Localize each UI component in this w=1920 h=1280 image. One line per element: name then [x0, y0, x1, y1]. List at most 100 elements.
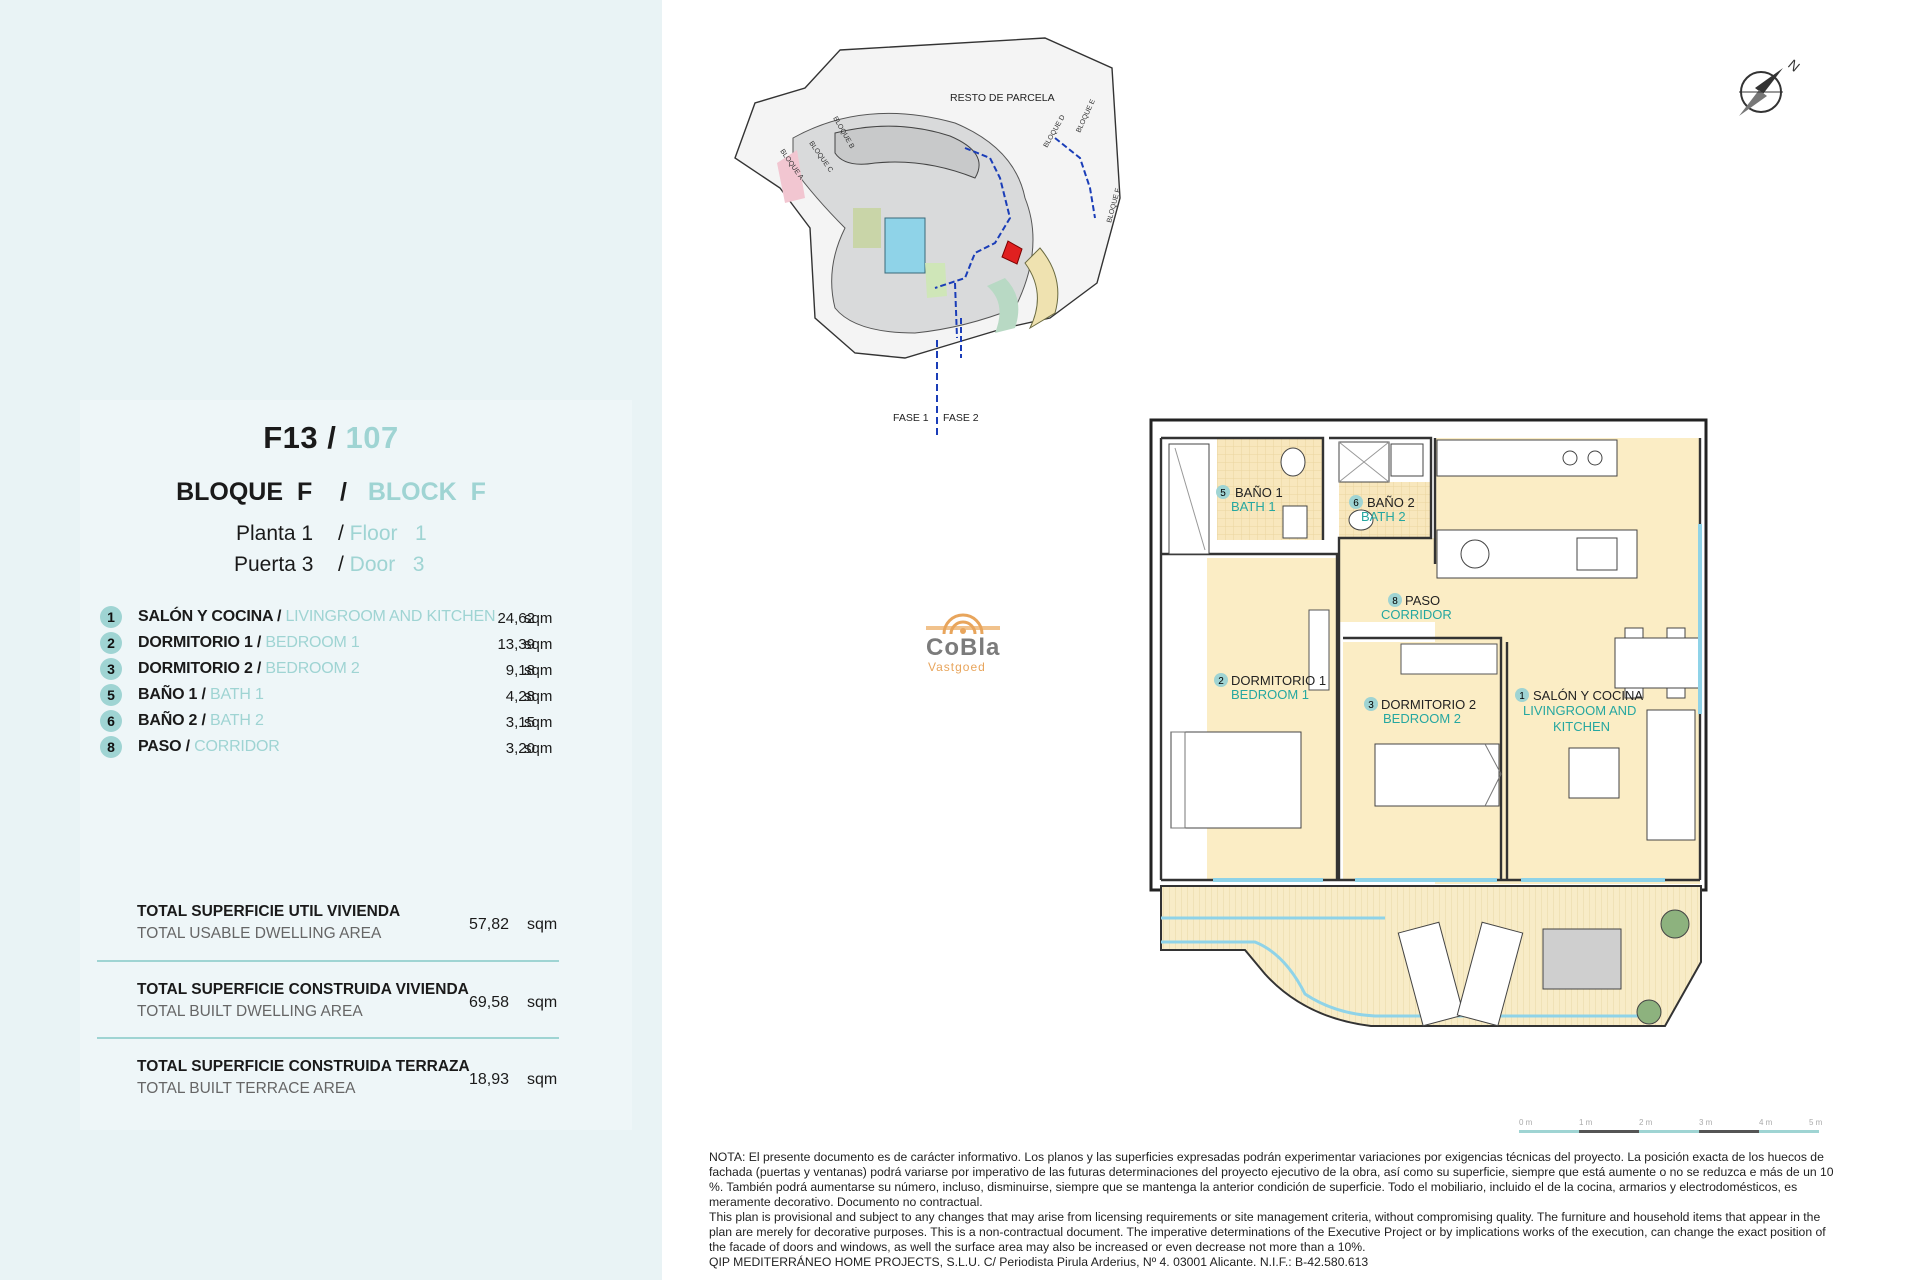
- room-name: PASO / CORRIDOR: [138, 738, 280, 755]
- room-name: DORMITORIO 2 / BEDROOM 2: [138, 660, 360, 677]
- plan-label-bath1: 5 BAÑO 1 BATH 1: [1216, 485, 1283, 514]
- room-name: BAÑO 2 / BATH 2: [138, 712, 264, 729]
- room-area: 4,28: [505, 688, 535, 705]
- scale-tick: 0 m: [1519, 1118, 1533, 1127]
- room-number-badge: 1: [100, 606, 122, 628]
- floor-line: Planta 1: [236, 522, 313, 546]
- total-value: 57,82: [469, 916, 510, 933]
- room-row: 2 DORMITORIO 1 / BEDROOM 1 13,39 sqm: [100, 632, 560, 656]
- room-number-badge: 8: [100, 736, 122, 758]
- scale-bar: 0 m 1 m 2 m 3 m 4 m 5 m: [1519, 1118, 1823, 1133]
- door-line: Puerta 3: [234, 553, 313, 577]
- svg-text:DORMITORIO 1: DORMITORIO 1: [1231, 673, 1326, 688]
- room-area: 24,62: [497, 610, 535, 627]
- door-value-es: 3: [301, 553, 314, 576]
- total-label-es: TOTAL SUPERFICIE CONSTRUIDA VIVIENDA: [137, 981, 469, 998]
- svg-text:DORMITORIO 2: DORMITORIO 2: [1381, 697, 1476, 712]
- logo-sub: Vastgoed: [928, 660, 986, 674]
- svg-text:BAÑO 2: BAÑO 2: [1367, 495, 1415, 510]
- room-row: 1 SALÓN Y COCINA / LIVINGROOM AND KITCHE…: [100, 606, 560, 630]
- total-unit: sqm: [527, 994, 558, 1011]
- room-area-unit: sqm: [524, 688, 553, 705]
- door-label-es: Puerta: [234, 553, 296, 576]
- scale-tick: 5 m: [1809, 1118, 1823, 1127]
- block-label-es: BLOQUE: [176, 478, 284, 506]
- divider: [97, 1037, 559, 1039]
- scale-tick: 2 m: [1639, 1118, 1653, 1127]
- room-number-badge: 5: [100, 684, 122, 706]
- svg-text:BATH 1: BATH 1: [1231, 499, 1276, 514]
- door-value-en: 3: [412, 553, 425, 576]
- block-label-en: BLOCK: [367, 478, 457, 506]
- scale-tick: 4 m: [1759, 1118, 1773, 1127]
- svg-text:BATH 2: BATH 2: [1361, 509, 1406, 524]
- svg-text:BAÑO 1: BAÑO 1: [1235, 485, 1283, 500]
- unit-location-marker: [1001, 240, 1023, 265]
- total-terrace-area: TOTAL SUPERFICIE CONSTRUIDA TERRAZA TOTA…: [137, 1058, 567, 1098]
- room-area-unit: sqm: [524, 662, 553, 679]
- svg-text:BEDROOM 1: BEDROOM 1: [1231, 687, 1309, 702]
- plan-label-bedroom1: 2 DORMITORIO 1 BEDROOM 1: [1214, 673, 1326, 702]
- compass-icon: N: [1739, 56, 1803, 116]
- scale-tick: 1 m: [1579, 1118, 1593, 1127]
- room-row: 6 BAÑO 2 / BATH 2 3,15 sqm: [100, 710, 560, 734]
- svg-text:KITCHEN: KITCHEN: [1553, 719, 1610, 734]
- svg-text:5: 5: [1220, 488, 1226, 499]
- room-row: 3 DORMITORIO 2 / BEDROOM 2 9,18 sqm: [100, 658, 560, 682]
- room-area: 13,39: [497, 636, 535, 653]
- plan-label-bedroom2: 3 DORMITORIO 2 BEDROOM 2: [1364, 697, 1476, 726]
- room-area-unit: sqm: [524, 610, 553, 627]
- total-built-area: TOTAL SUPERFICIE CONSTRUIDA VIVIENDA TOT…: [137, 981, 567, 1021]
- disclaimer-note: NOTA: El presente documento es de caráct…: [709, 1150, 1839, 1270]
- total-label-es: TOTAL SUPERFICIE UTIL VIVIENDA: [137, 903, 401, 920]
- unit-code: F13: [263, 420, 319, 455]
- total-value: 69,58: [469, 994, 510, 1011]
- svg-text:PASO: PASO: [1405, 593, 1440, 608]
- svg-text:1: 1: [1519, 691, 1525, 702]
- disclaimer-en: This plan is provisional and subject to …: [709, 1210, 1826, 1254]
- room-row: 8 PASO / CORRIDOR 3,20 sqm: [100, 736, 560, 760]
- door-line-en: / Door 3: [338, 553, 425, 576]
- block-letter-en: F: [470, 478, 486, 506]
- plan-label-living: 1 SALÓN Y COCINA LIVINGROOM AND KITCHEN: [1515, 688, 1643, 734]
- svg-text:BEDROOM 2: BEDROOM 2: [1383, 711, 1461, 726]
- company-info: QIP MEDITERRÁNEO HOME PROJECTS, S.L.U. C…: [709, 1255, 1369, 1269]
- disclaimer-es: NOTA: El presente documento es de caráct…: [709, 1150, 1834, 1209]
- total-label-es: TOTAL SUPERFICIE CONSTRUIDA TERRAZA: [137, 1058, 470, 1075]
- logo-waves-icon: [926, 613, 1000, 635]
- floor-plan: 5 BAÑO 1 BATH 1 6 BAÑO 2 BATH 2 8 PASO C…: [1149, 418, 1708, 1027]
- svg-text:2: 2: [1218, 676, 1224, 687]
- total-unit: sqm: [527, 1071, 558, 1088]
- site-plan: RESTO DE PARCELA FASE 1 FASE 2 BLOQUE A …: [734, 37, 1122, 436]
- site-rest-label: RESTO DE PARCELA: [950, 92, 1055, 104]
- room-row: 5 BAÑO 1 / BATH 1 4,28 sqm: [100, 684, 560, 708]
- site-phase2-label: FASE 2: [943, 412, 979, 424]
- unit-title: F13 / 107: [263, 420, 399, 455]
- room-area-unit: sqm: [524, 740, 553, 757]
- floor-line-en: / Floor 1: [338, 522, 427, 545]
- floor-value-es: 1: [301, 522, 314, 545]
- total-value: 18,93: [469, 1071, 510, 1088]
- compass-north-label: N: [1785, 56, 1803, 75]
- svg-text:SALÓN Y COCINA: SALÓN Y COCINA: [1533, 688, 1643, 703]
- room-area: 3,20: [505, 740, 535, 757]
- floor-label-en: Floor: [349, 522, 398, 545]
- svg-text:6: 6: [1353, 498, 1359, 509]
- door-label-en: Door: [349, 553, 396, 576]
- plan-label-bath2: 6 BAÑO 2 BATH 2: [1349, 495, 1415, 524]
- svg-text:8: 8: [1392, 596, 1398, 607]
- total-usable-area: TOTAL SUPERFICIE UTIL VIVIENDA TOTAL USA…: [137, 903, 567, 943]
- floor-label-es: Planta: [236, 522, 296, 545]
- unit-info-card: [80, 400, 632, 1130]
- logo-name: CoBla: [926, 634, 1001, 661]
- room-area: 9,18: [505, 662, 535, 679]
- svg-text:3: 3: [1368, 700, 1374, 711]
- plan-label-corridor: 8 PASO CORRIDOR: [1381, 593, 1452, 622]
- block-letter-es: F: [296, 478, 313, 506]
- room-name: DORMITORIO 1 / BEDROOM 1: [138, 634, 360, 651]
- block-line: BLOQUE F / BLOCK F: [176, 478, 486, 506]
- total-label-en: TOTAL BUILT TERRACE AREA: [137, 1080, 356, 1097]
- room-number-badge: 6: [100, 710, 122, 732]
- floor-value-en: 1: [415, 522, 427, 545]
- scale-tick: 3 m: [1699, 1118, 1713, 1127]
